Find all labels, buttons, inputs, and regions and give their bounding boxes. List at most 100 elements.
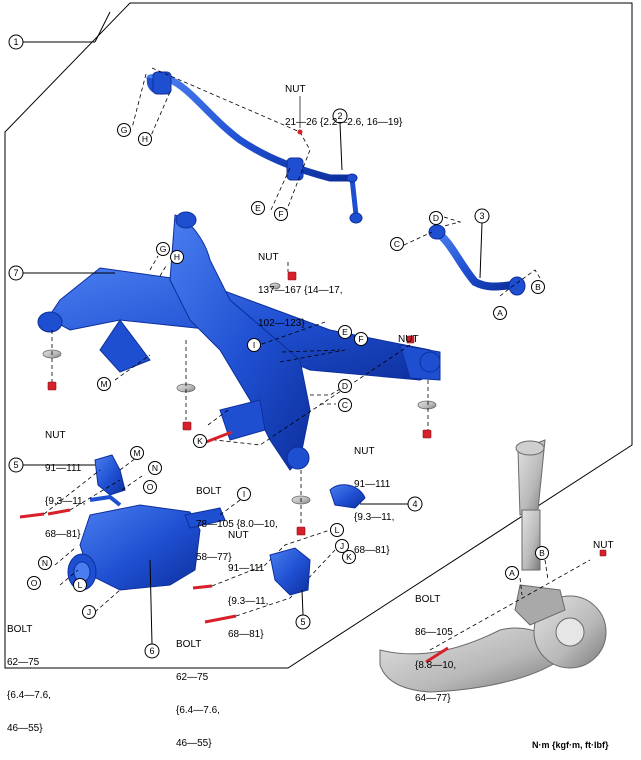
lower-arm xyxy=(428,224,526,296)
torque-bolt-center-spec2: 58—77} xyxy=(196,552,232,563)
red-fasteners xyxy=(47,271,607,557)
torque-bolt-knuckle-spec3: 64—77} xyxy=(415,693,451,704)
letter-m-low: M xyxy=(133,448,140,458)
torque-nut-mid: NUT 137—167 {14—17, 102—123} xyxy=(258,230,343,340)
crossmember xyxy=(37,211,441,471)
callout-1-text: 1 xyxy=(13,37,18,47)
torque-nut-knuckle-name: NUT xyxy=(593,540,614,551)
torque-nut-left-spec3: 68—81} xyxy=(45,529,81,540)
torque-nut-top-name: NUT xyxy=(285,84,306,95)
letter-o-diff: O xyxy=(31,578,38,588)
torque-nut-left: NUT 91—111 {9.3—11, 68—81} xyxy=(45,408,85,551)
part-4-bracket xyxy=(329,484,366,509)
letter-f-mid: F xyxy=(358,334,363,344)
torque-bolt-bottom-spec2: {6.4—7.6, xyxy=(176,705,220,716)
torque-nut-rightlow: NUT 91—111 {9.3—11, 68—81} xyxy=(354,424,394,567)
callout-3: 3 xyxy=(474,208,490,279)
letter-d-mid: D xyxy=(342,381,348,391)
letter-a-arm: A xyxy=(497,308,503,318)
letter-g-top: G xyxy=(121,125,128,135)
torque-nut-rightlow-spec: 91—111 xyxy=(354,479,391,490)
callout-4-text: 4 xyxy=(412,499,417,509)
letter-i-mid: I xyxy=(253,340,255,350)
torque-bolt-center-spec: 78—105 {8.0—10, xyxy=(196,519,278,530)
knuckle-bolt xyxy=(425,646,449,664)
torque-bolt-bottom-name: BOLT xyxy=(176,639,202,650)
torque-bolt-bottom-spec: 62—75 xyxy=(176,672,209,683)
letter-h-top: H xyxy=(142,134,148,144)
letter-n-low: N xyxy=(152,463,158,473)
knuckle-assembly xyxy=(379,439,607,693)
torque-bolt-knuckle-spec2: {8.8—10, xyxy=(415,660,457,671)
callout-5a: 5 xyxy=(8,457,95,473)
letter-c-mid: C xyxy=(342,400,348,410)
part-callouts: 1 2 3 7 5 4 5 6 xyxy=(8,11,490,659)
callout-4: 4 xyxy=(360,496,423,512)
callout-5b: 5 xyxy=(295,589,311,630)
letter-j-diff: J xyxy=(87,607,91,617)
callout-2: 2 xyxy=(332,108,348,171)
stabilizer-dashes xyxy=(131,67,311,213)
torque-bolt-left-spec2: {6.4—7.6, xyxy=(7,690,51,701)
torque-bolt-center-name: BOLT xyxy=(196,486,222,497)
torque-nut-left-spec: 91—111 xyxy=(45,463,82,474)
torque-nut-rightlow-name: NUT xyxy=(354,446,375,457)
letter-b-knuckle: B xyxy=(539,548,545,558)
diff-mount-lower xyxy=(269,547,311,596)
letter-g-mid: G xyxy=(160,244,167,254)
callout-6-text: 6 xyxy=(149,646,154,656)
stabilizer-nut xyxy=(297,129,303,135)
torque-nut-rightlow-spec2: {9.3—11, xyxy=(354,512,395,523)
letter-m-mid: M xyxy=(100,379,107,389)
torque-bolt-left-name: BOLT xyxy=(7,624,33,635)
diff-mount-upper xyxy=(94,454,126,496)
callout-3-text: 3 xyxy=(479,211,484,221)
letter-callouts: G H E F C D B A G H I E F D C M K M N O … xyxy=(27,123,549,619)
callout-2-text: 2 xyxy=(337,111,342,121)
letter-l-mount: L xyxy=(335,525,340,535)
assembly-frame xyxy=(4,2,633,669)
letter-c-arm: C xyxy=(394,239,400,249)
callout-7: 7 xyxy=(8,265,115,281)
torque-bolt-left-spec3: 46—55} xyxy=(7,723,43,734)
mount-washers xyxy=(42,282,437,505)
torque-bolt-center: BOLT 78—105 {8.0—10, 58—77} xyxy=(196,464,278,574)
callout-7-text: 7 xyxy=(13,268,18,278)
torque-nut-knuckle: NUT xyxy=(593,518,614,562)
callout-5b-text: 5 xyxy=(300,617,305,627)
torque-bolt-knuckle-name: BOLT xyxy=(415,594,441,605)
torque-bolt-bottom-spec3: 46—55} xyxy=(176,738,212,749)
stabilizer-bar xyxy=(146,71,363,224)
letter-j-mount: J xyxy=(340,541,344,551)
torque-nut-center-spec2: {9.3—11, xyxy=(228,596,269,607)
torque-bolt-left-spec: 62—75 xyxy=(7,657,40,668)
letter-h-mid: H xyxy=(174,252,180,262)
differential xyxy=(67,494,226,591)
torque-nut-right-name: NUT xyxy=(398,334,419,345)
letter-f-top: F xyxy=(278,209,283,219)
torque-nut-center: NUT 91—111 {9.3—11, 68—81} xyxy=(228,508,268,651)
callout-1: 1 xyxy=(8,11,111,50)
units-label: N·m {kgf·m, ft·lbf} xyxy=(532,740,609,750)
torque-nut-top: NUT 21—26 {2.2—2.6, 16—19} xyxy=(285,62,402,139)
torque-nut-mid-spec2: 102—123} xyxy=(258,318,305,329)
torque-bolt-knuckle-spec: 86—105 xyxy=(415,627,453,638)
torque-bolt-bottom: BOLT 62—75 {6.4—7.6, 46—55} xyxy=(176,617,220,760)
torque-nut-rightlow-spec3: 68—81} xyxy=(354,545,390,556)
letter-e-top: E xyxy=(255,203,261,213)
letter-b-arm: B xyxy=(535,282,541,292)
letter-k-mid: K xyxy=(197,436,203,446)
torque-nut-top-spec: 21—26 {2.2—2.6, 16—19} xyxy=(285,117,403,128)
center-bolt xyxy=(205,430,233,444)
torque-nut-mid-spec: 137—167 {14—17, xyxy=(258,285,343,296)
letter-k-mount: K xyxy=(346,552,352,562)
letter-d-arm: D xyxy=(433,213,439,223)
letter-o-low: O xyxy=(147,482,154,492)
letter-a-knuckle: A xyxy=(509,568,515,578)
torque-nut-center-spec: 91—111 xyxy=(228,563,265,574)
torque-nut-center-spec3: 68—81} xyxy=(228,629,264,640)
diff-bolts xyxy=(19,508,237,624)
torque-nut-left-name: NUT xyxy=(45,430,66,441)
